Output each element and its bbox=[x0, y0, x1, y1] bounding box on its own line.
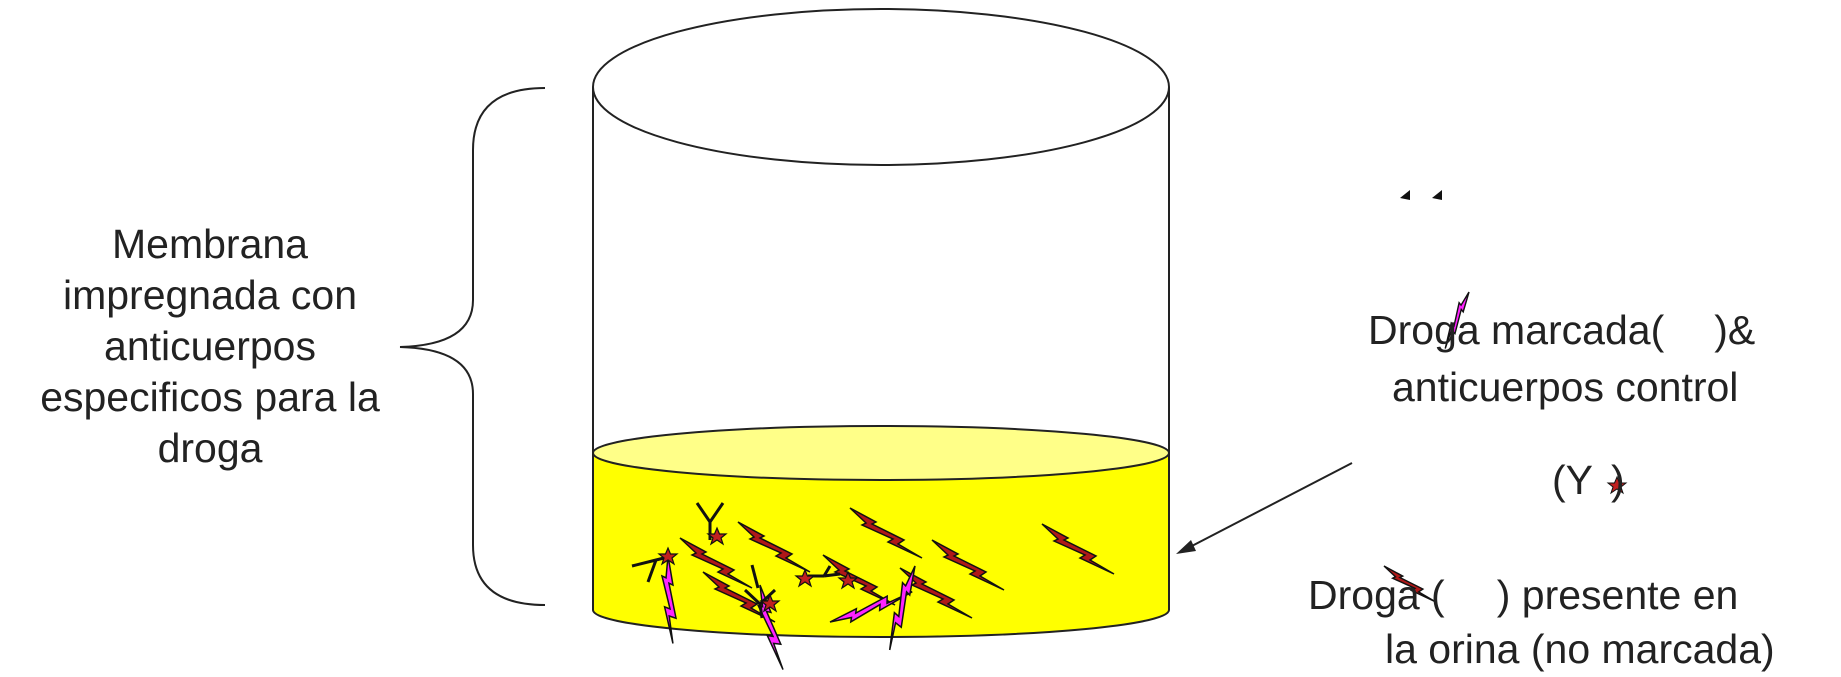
unlabeled-drug-label-post: ) presente en bbox=[1497, 572, 1739, 618]
left-label-line: especificos para la bbox=[0, 372, 420, 423]
control-symbol-text: (Y) bbox=[1552, 455, 1712, 506]
control-symbol-pre: (Y bbox=[1552, 457, 1593, 503]
left-label-line: Membrana bbox=[0, 219, 420, 270]
left-label-line: anticuerpos bbox=[0, 321, 420, 372]
control-symbol-post: ) bbox=[1611, 457, 1625, 503]
unlabeled-drug-label-pre: Droga ( bbox=[1308, 572, 1445, 618]
arrow-icon bbox=[1176, 463, 1352, 554]
left-label-line: impregnada con bbox=[0, 270, 420, 321]
cylinder-top bbox=[593, 9, 1169, 165]
urine-text: la orina (no marcada) bbox=[1385, 624, 1835, 675]
brace-icon bbox=[400, 88, 545, 605]
left-label: Membrana impregnada con anticuerpos espe… bbox=[0, 219, 420, 474]
labeled-drug-label-pre: Droga marcada( bbox=[1368, 307, 1664, 353]
liquid-surface bbox=[593, 426, 1169, 480]
small-triangle-icon bbox=[1400, 190, 1410, 200]
cylinder bbox=[593, 9, 1169, 637]
labeled-drug-text: Droga marcada( )& bbox=[1368, 305, 1838, 356]
labeled-drug-label-post: )& bbox=[1714, 307, 1755, 353]
small-triangle-icon bbox=[1432, 190, 1442, 200]
left-label-line: droga bbox=[0, 423, 420, 474]
unlabeled-drug-text: Droga ( ) presente en bbox=[1308, 570, 1838, 621]
control-antibodies-text: anticuerpos control bbox=[1392, 362, 1832, 413]
